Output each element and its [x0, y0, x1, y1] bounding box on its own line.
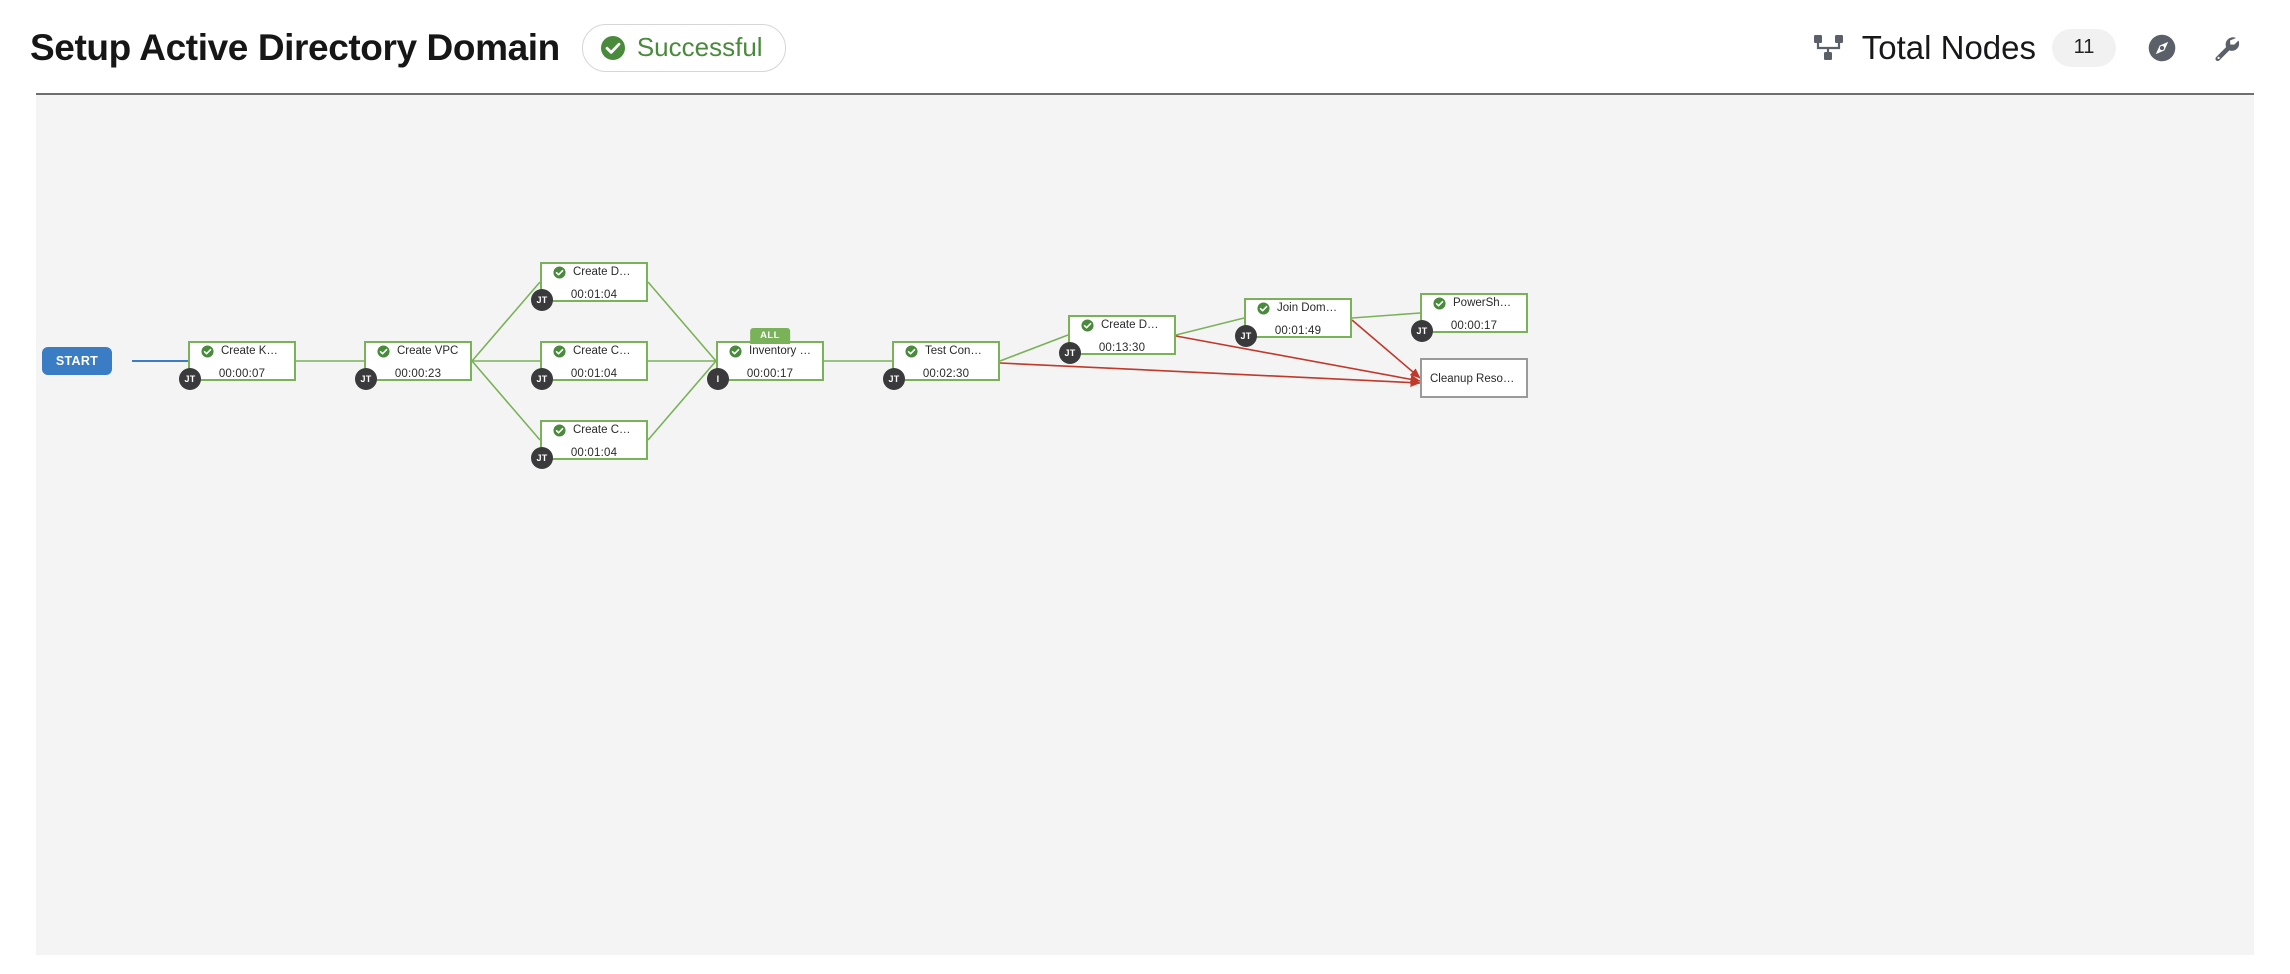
- header-divider: [36, 93, 2254, 95]
- node-elapsed: 00:00:17: [746, 367, 794, 380]
- status-badge: Successful: [581, 23, 786, 72]
- node-create-domain-controller[interactable]: Create Domain Contr... 00:01:04 JT: [531, 262, 648, 311]
- check-circle-icon: [1257, 301, 1270, 315]
- node-badge[interactable]: JT: [1411, 320, 1433, 342]
- node-title: Create Domain: [1101, 319, 1163, 331]
- edge-domain-controller-to-inventory: [647, 281, 717, 362]
- node-create-domain[interactable]: Create Domain 00:13:30 JT: [1059, 315, 1176, 364]
- node-badge[interactable]: JT: [179, 368, 201, 390]
- node-elapsed: 00:01:04: [570, 446, 618, 459]
- edge-test-connectivity-to-cleanup: [999, 362, 1421, 388]
- edge-join-domain-to-powershell: [1351, 312, 1421, 319]
- node-elapsed: 00:00:17: [1450, 319, 1498, 332]
- node-badge[interactable]: JT: [355, 368, 377, 390]
- node-join-domain[interactable]: Join Domain 00:01:49 JT: [1235, 298, 1352, 347]
- node-header: Test Connectivity: [894, 344, 998, 358]
- node-header: Inventory Sync: [718, 344, 822, 358]
- node-elapsed: 00:01:04: [570, 367, 618, 380]
- edge-join-domain-to-cleanup: [1351, 319, 1421, 379]
- node-header: Create Computer (2): [542, 423, 646, 437]
- check-circle-icon: [377, 344, 390, 358]
- wrench-icon[interactable]: [2206, 28, 2246, 68]
- total-nodes-count: 11: [2052, 28, 2116, 67]
- node-title: Create Keypair: [221, 345, 283, 357]
- node-badge[interactable]: JT: [531, 368, 553, 390]
- node-header: Join Domain: [1246, 301, 1350, 315]
- node-title: Create Domain Contr...: [573, 266, 635, 278]
- check-circle-icon: [553, 344, 566, 358]
- node-elapsed: 00:01:49: [1274, 324, 1322, 337]
- check-circle-icon: [201, 344, 214, 358]
- node-title: Inventory Sync: [749, 345, 811, 357]
- workflow-edges: [132, 281, 1421, 441]
- node-cleanup-resources[interactable]: Cleanup Resources: [1420, 358, 1528, 398]
- node-badge[interactable]: JT: [531, 447, 553, 469]
- node-header: PowerShell Validation: [1422, 296, 1526, 310]
- node-tag-all: ALL: [750, 328, 790, 344]
- check-circle-icon: [1081, 318, 1094, 332]
- node-title: Create Computer (2): [573, 424, 635, 436]
- node-elapsed: 00:00:23: [394, 367, 442, 380]
- check-circle-icon: [1433, 296, 1446, 310]
- node-badge[interactable]: JT: [883, 368, 905, 390]
- node-badge[interactable]: JT: [1059, 342, 1081, 364]
- status-badge-label: Successful: [636, 32, 763, 62]
- node-create-computer-2[interactable]: Create Computer (2) 00:01:04 JT: [531, 420, 648, 469]
- node-title: Test Connectivity: [925, 345, 987, 357]
- workflow-canvas[interactable]: START Create Keypair 00:00:07 JT Create …: [36, 95, 2254, 955]
- edge-create-domain-to-cleanup: [1175, 335, 1421, 384]
- node-title: Create VPC: [397, 345, 459, 357]
- node-badge[interactable]: JT: [531, 289, 553, 311]
- node-title: PowerShell Validation: [1453, 297, 1515, 309]
- edge-test-connectivity-to-create-domain: [999, 334, 1069, 362]
- node-header: Create Domain Contr...: [542, 265, 646, 279]
- node-header: Create Computer (1): [542, 344, 646, 358]
- start-node[interactable]: START: [42, 347, 112, 375]
- app-header: Setup Active Directory Domain Successful…: [0, 0, 2290, 95]
- node-title: Cleanup Resources: [1430, 373, 1518, 385]
- check-circle-icon: [905, 344, 918, 358]
- check-circle-icon: [600, 35, 626, 61]
- node-powershell-validation[interactable]: PowerShell Validation 00:00:17 JT: [1411, 293, 1528, 342]
- check-circle-icon: [729, 344, 742, 358]
- node-create-vpc[interactable]: Create VPC 00:00:23 JT: [355, 341, 472, 390]
- edge-create-domain-to-join-domain: [1175, 317, 1245, 336]
- node-inventory-sync[interactable]: ALL Inventory Sync 00:00:17 I: [707, 328, 824, 390]
- edge-vpc-to-computer-2: [471, 360, 541, 441]
- edge-computer-2-to-inventory: [647, 360, 717, 441]
- compass-icon[interactable]: [2142, 28, 2182, 68]
- page-title: Setup Active Directory Domain: [30, 26, 560, 68]
- node-elapsed: 00:01:04: [570, 288, 618, 301]
- node-create-keypair[interactable]: Create Keypair 00:00:07 JT: [179, 341, 296, 390]
- check-circle-icon: [553, 265, 566, 279]
- node-badge[interactable]: I: [707, 368, 729, 390]
- edge-vpc-to-domain-controller: [471, 281, 541, 362]
- node-test-connectivity[interactable]: Test Connectivity 00:02:30 JT: [883, 341, 1000, 390]
- node-title: Join Domain: [1277, 302, 1339, 314]
- header-right-group: Total Nodes 11: [1812, 28, 2290, 68]
- node-header: Cleanup Resources: [1422, 373, 1526, 385]
- node-elapsed: 00:13:30: [1098, 341, 1146, 354]
- node-header: Create Keypair: [190, 344, 294, 358]
- node-elapsed: 00:02:30: [922, 367, 970, 380]
- hierarchy-icon: [1812, 31, 1846, 65]
- header-left-group: Setup Active Directory Domain Successful: [0, 23, 786, 72]
- node-badge[interactable]: JT: [1235, 325, 1257, 347]
- total-nodes-label: Total Nodes: [1861, 28, 2036, 66]
- node-elapsed: 00:00:07: [218, 367, 266, 380]
- node-create-computer-1[interactable]: Create Computer (1) 00:01:04 JT: [531, 341, 648, 390]
- node-header: Create Domain: [1070, 318, 1174, 332]
- node-title: Create Computer (1): [573, 345, 635, 357]
- node-header: Create VPC: [366, 344, 470, 358]
- check-circle-icon: [553, 423, 566, 437]
- start-node-label: START: [55, 354, 99, 368]
